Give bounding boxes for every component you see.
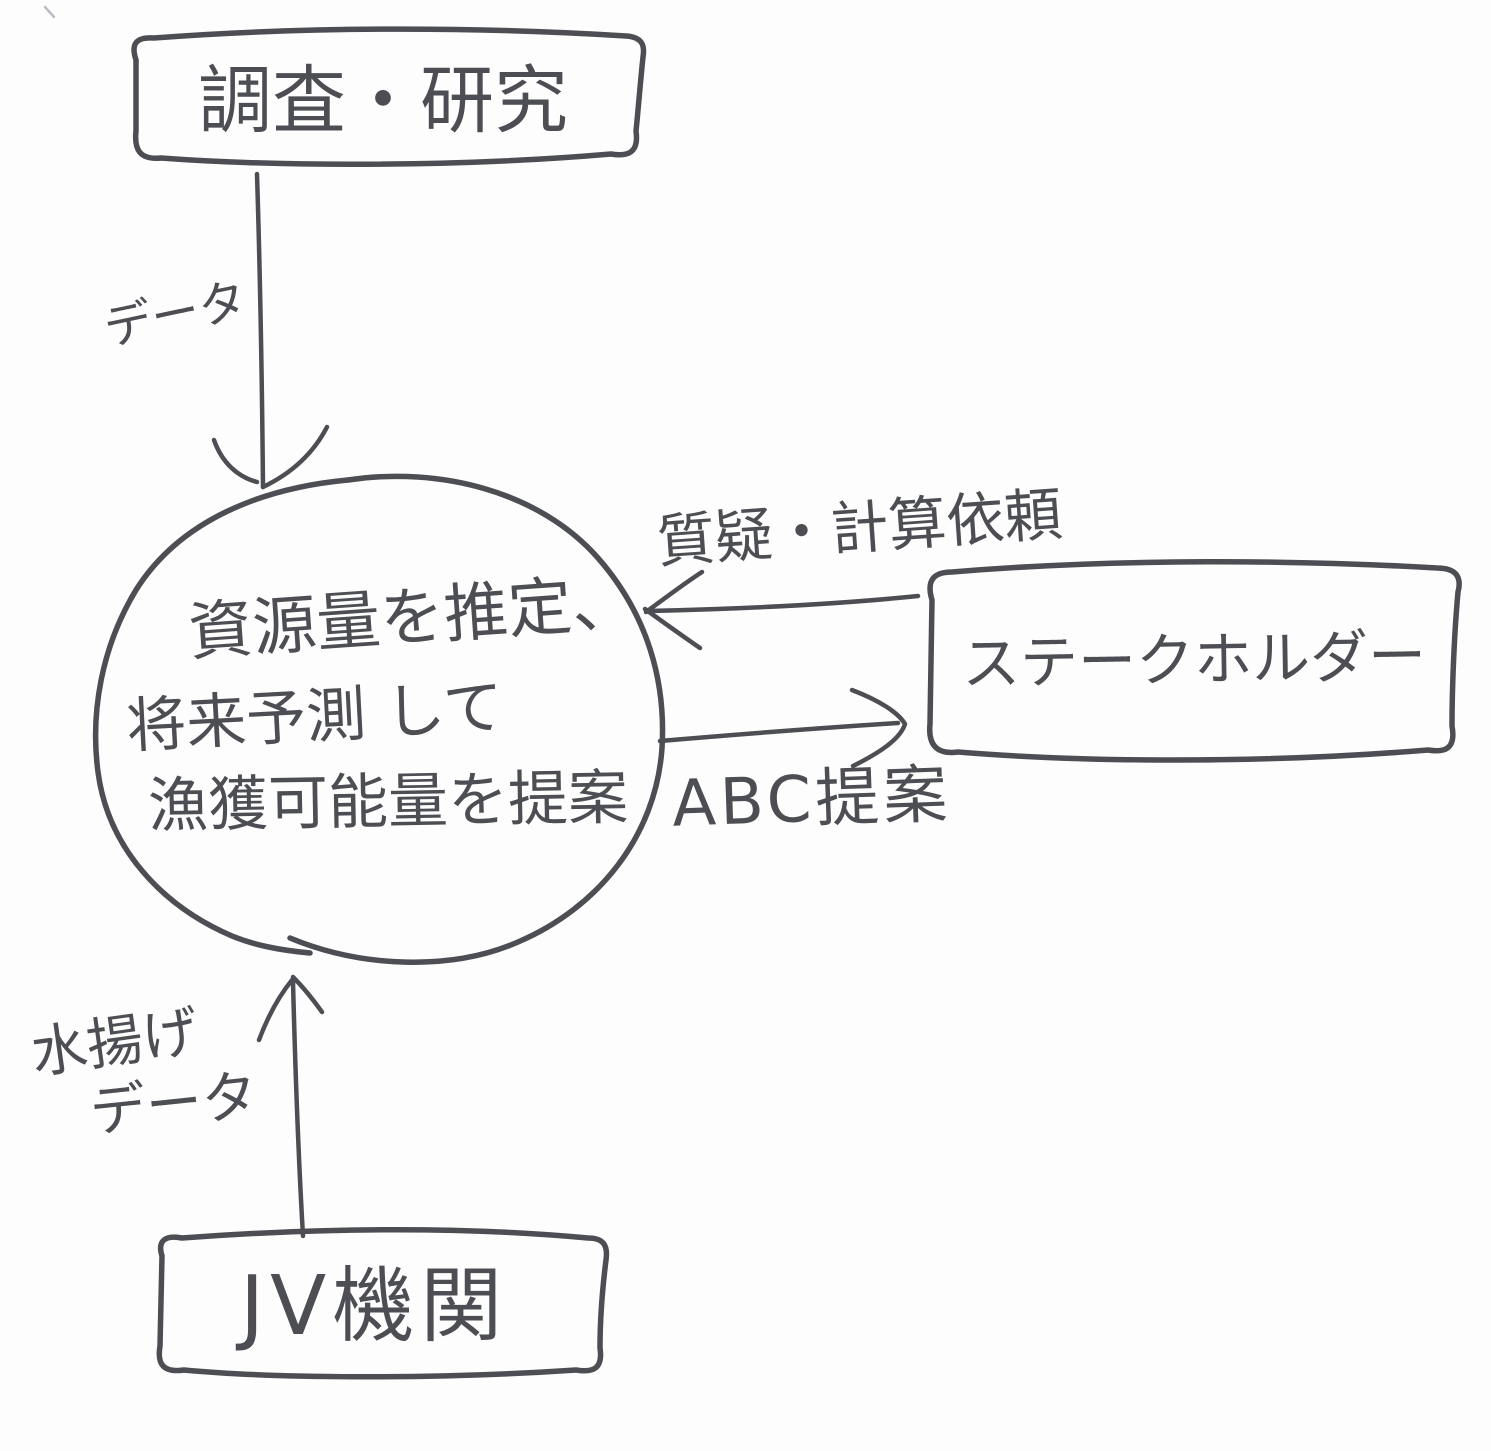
abc-arrow-line [657, 720, 901, 744]
jv-box [156, 1227, 610, 1380]
data-flow-arrowhead [260, 424, 330, 490]
research-label: 調査・研究 [198, 58, 568, 144]
research-box [131, 26, 647, 168]
inquiry-arrow-line [645, 593, 921, 614]
data-flow-arrow [211, 171, 330, 490]
landing-arrow [256, 974, 325, 1239]
inquiry-arrowhead [643, 569, 705, 615]
abc-label: ABC提案 [671, 758, 953, 842]
landing-arrow-line [290, 979, 306, 1239]
jv-label: JV機関 [235, 1259, 508, 1354]
data-flow-label: データ [99, 272, 252, 357]
assessment-line-2: 将来予測 して [125, 672, 505, 762]
landing-arrowhead [290, 974, 325, 1015]
assessment-line-1: 資源量を推定、 [186, 566, 638, 671]
landing-arrowhead [256, 977, 295, 1043]
inquiry-label: 質疑・計算依頼 [655, 480, 1065, 576]
assessment-circle [92, 473, 666, 965]
data-flow-arrowhead [211, 437, 260, 485]
inquiry-arrowhead [642, 606, 703, 651]
abc-arrowhead [849, 687, 908, 769]
stray-pen-mark [43, 5, 56, 19]
abc-arrow [657, 687, 908, 769]
assessment-circle-left-arc [92, 477, 351, 956]
assessment-circle-right-arc [287, 473, 666, 965]
data-flow-arrow-line [254, 171, 266, 490]
stakeholder-label: ステークホルダー [961, 622, 1426, 698]
assessment-line-3: 漁獲可能量を提案 [147, 763, 628, 841]
inquiry-arrow [642, 569, 921, 651]
stakeholder-box [926, 558, 1462, 763]
